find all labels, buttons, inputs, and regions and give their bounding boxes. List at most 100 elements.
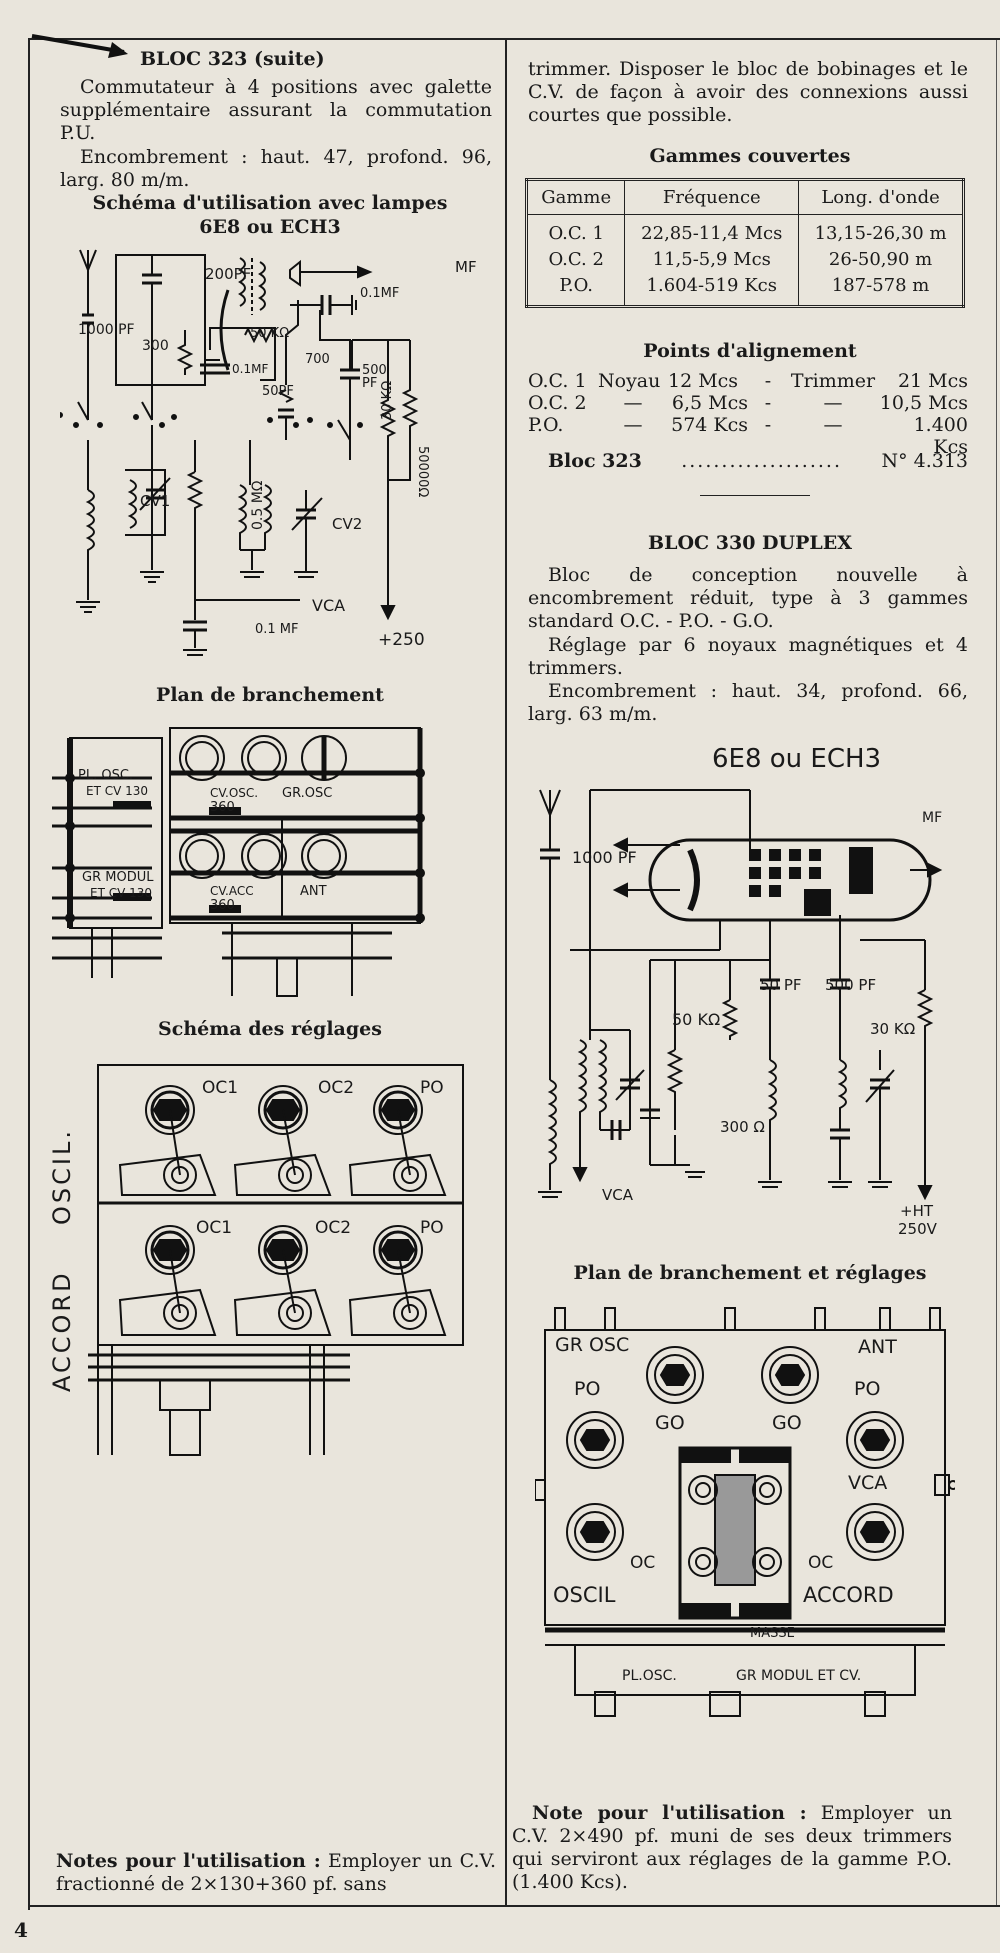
label-250v: 250V bbox=[898, 1220, 937, 1238]
list-item: O.C. 2 — 6,5 Mcs - — 10,5 Mcs bbox=[528, 392, 968, 414]
dimensions-paragraph: Encombrement : haut. 47, profond. 96, la… bbox=[60, 146, 492, 191]
continuation-paragraph: trimmer. Disposer le bloc de bobinages e… bbox=[528, 58, 968, 126]
label-po-acc: PO bbox=[420, 1218, 444, 1238]
label-30kohm: 30 KΩ bbox=[380, 380, 395, 420]
label-oscil: OSCIL. bbox=[48, 1128, 76, 1225]
label-0-5mohm: 0.5 MΩ bbox=[250, 480, 266, 531]
label-500-pf: PF bbox=[362, 376, 378, 391]
alignement-dash: - bbox=[764, 392, 772, 414]
schematic-bloc-323 bbox=[60, 249, 419, 656]
label-vca: VCA bbox=[312, 596, 346, 615]
label-300: 300 bbox=[142, 338, 169, 354]
label-360-osc: 360 bbox=[210, 800, 235, 815]
alignement-trimmer: Trimmer bbox=[790, 370, 876, 392]
note-text: Employer un C.V. 2×490 pf. muni de ses d… bbox=[512, 1802, 953, 1893]
table-cell: P.O. bbox=[526, 273, 626, 307]
label-vca-3: VCA bbox=[848, 1472, 888, 1494]
label-go-2: GO bbox=[772, 1412, 802, 1434]
label-200pf: 200PF bbox=[205, 265, 252, 283]
gammes-title: Gammes couvertes bbox=[649, 145, 851, 167]
label-oc1-acc: OC1 bbox=[196, 1218, 233, 1238]
table-cell: 11,5-5,9 Mcs bbox=[624, 247, 800, 273]
gammes-table: Gamme Fréquence Long. d'onde O.C. 1 22,8… bbox=[525, 178, 965, 308]
alignement-noyau: — bbox=[623, 392, 643, 414]
table-cell: 26-50,90 m bbox=[828, 249, 933, 270]
section-divider bbox=[700, 495, 810, 496]
alignement-noyau: Noyau bbox=[598, 370, 661, 392]
alignement-trimmer-freq: 21 Mcs bbox=[897, 370, 968, 392]
label-1000pf-2: 1000 PF bbox=[572, 848, 637, 867]
gammes-header-frequence: Fréquence bbox=[624, 179, 800, 215]
reglages-title: Schéma des réglages bbox=[158, 1018, 382, 1040]
table-row: O.C. 1 22,85-11,4 Mcs 13,15-26,30 m bbox=[526, 214, 964, 247]
label-et-cv-130: ET CV 130 bbox=[86, 784, 149, 798]
label-360-acc: 360 bbox=[210, 898, 235, 913]
label-plus-250: +250 bbox=[378, 630, 425, 650]
label-mf: MF bbox=[455, 258, 477, 276]
alignement-gamme: P.O. bbox=[528, 414, 564, 436]
intro-paragraph: Commutateur à 4 positions avec galette s… bbox=[60, 76, 492, 144]
alignement-dash: - bbox=[764, 370, 772, 392]
bloc-ref-number: N° 4.313 bbox=[881, 450, 968, 472]
label-po-osc: PO bbox=[420, 1078, 444, 1098]
schematic-2-title: 6E8 ou ECH3 bbox=[712, 744, 882, 774]
label-gr-osc: GR.OSC bbox=[282, 786, 333, 801]
alignement-trimmer: — bbox=[823, 414, 843, 436]
table-cell: 13,15-26,30 m bbox=[814, 223, 947, 244]
osc-adjusters bbox=[118, 1085, 447, 1196]
label-vca-2: VCA bbox=[602, 1186, 633, 1204]
label-cv1: CV1 bbox=[140, 492, 171, 510]
label-700: 700 bbox=[305, 352, 330, 367]
label-ht: +HT bbox=[900, 1202, 934, 1220]
label-cv-acc: CV.ACC bbox=[210, 884, 254, 898]
schematic-bloc-330 bbox=[538, 789, 943, 1201]
pointer-arrow-icon bbox=[31, 34, 128, 58]
list-item: O.C. 1 Noyau 12 Mcs - Trimmer 21 Mcs bbox=[528, 370, 968, 392]
notes-label: Notes pour l'utilisation : bbox=[56, 1850, 321, 1872]
bloc-330-paragraph-3: Encombrement : haut. 34, profond. 66, la… bbox=[528, 680, 968, 725]
table-cell: O.C. 2 bbox=[526, 247, 626, 273]
schema-title-line2: 6E8 ou ECH3 bbox=[199, 216, 341, 238]
alignement-noyau: — bbox=[623, 414, 643, 436]
label-mf-2: MF bbox=[922, 810, 943, 826]
label-masse: MASSE bbox=[750, 1626, 795, 1641]
label-go-1: GO bbox=[655, 1412, 685, 1434]
alignement-trimmer-freq: 1.400 Kcs bbox=[913, 414, 968, 458]
alignement-gamme: O.C. 2 bbox=[528, 392, 587, 414]
gammes-header-longueur: Long. d'onde bbox=[798, 179, 964, 215]
bloc-ref-label: Bloc 323 bbox=[548, 450, 642, 472]
bloc-330-paragraph-1: Bloc de conception nouvelle à encombreme… bbox=[528, 564, 968, 632]
alignement-trimmer: — bbox=[823, 392, 843, 414]
label-50pf-2: 50 PF bbox=[760, 976, 802, 994]
table-cell: 22,85-11,4 Mcs bbox=[624, 214, 800, 247]
alignement-noyau-freq: 574 Kcs bbox=[671, 414, 748, 436]
label-gr-modul-2: GR MODUL ET CV. bbox=[736, 1668, 862, 1684]
alignement-list: O.C. 1 Noyau 12 Mcs - Trimmer 21 Mcs O.C… bbox=[528, 370, 968, 458]
label-gr-modul: GR MODUL bbox=[82, 870, 154, 885]
label-oscil-2: OSCIL bbox=[553, 1583, 616, 1607]
alignement-noyau-freq: 6,5 Mcs bbox=[671, 392, 748, 414]
table-cell: O.C. 1 bbox=[526, 214, 626, 247]
notes-paragraph: Notes pour l'utilisation : Employer un C… bbox=[56, 1850, 496, 1896]
label-oc1-osc: OC1 bbox=[202, 1078, 239, 1098]
plan-title: Plan de branchement bbox=[156, 684, 384, 706]
label-500: 500 bbox=[362, 363, 387, 378]
label-ant-2: ANT bbox=[858, 1336, 897, 1358]
table-cell: 1.604-519 Kcs bbox=[624, 273, 800, 307]
plan-branchement-reglages-drawing bbox=[535, 1307, 955, 1717]
page-frame bbox=[28, 38, 1000, 1910]
label-0-1mf-bottom: 0.1 MF bbox=[255, 622, 299, 637]
schema-title-line1: Schéma d'utilisation avec lampes bbox=[92, 192, 448, 214]
label-50kohm-2: 50 KΩ bbox=[672, 1010, 721, 1029]
label-30kohm-2: 30 KΩ bbox=[870, 1020, 916, 1038]
column-divider bbox=[505, 40, 507, 1906]
label-gr-osc-2: GR OSC bbox=[555, 1334, 630, 1356]
bloc-323-title: BLOC 323 (suite) bbox=[140, 48, 325, 70]
label-300ohm-2: 300 Ω bbox=[720, 1118, 765, 1136]
label-0-1mf-mid: 0.1MF bbox=[232, 362, 269, 376]
label-cv2: CV2 bbox=[332, 515, 363, 533]
label-50pf: 50PF bbox=[262, 384, 294, 399]
page-number: 4 bbox=[14, 1918, 28, 1942]
label-50000ohm: 50000Ω bbox=[415, 446, 430, 498]
